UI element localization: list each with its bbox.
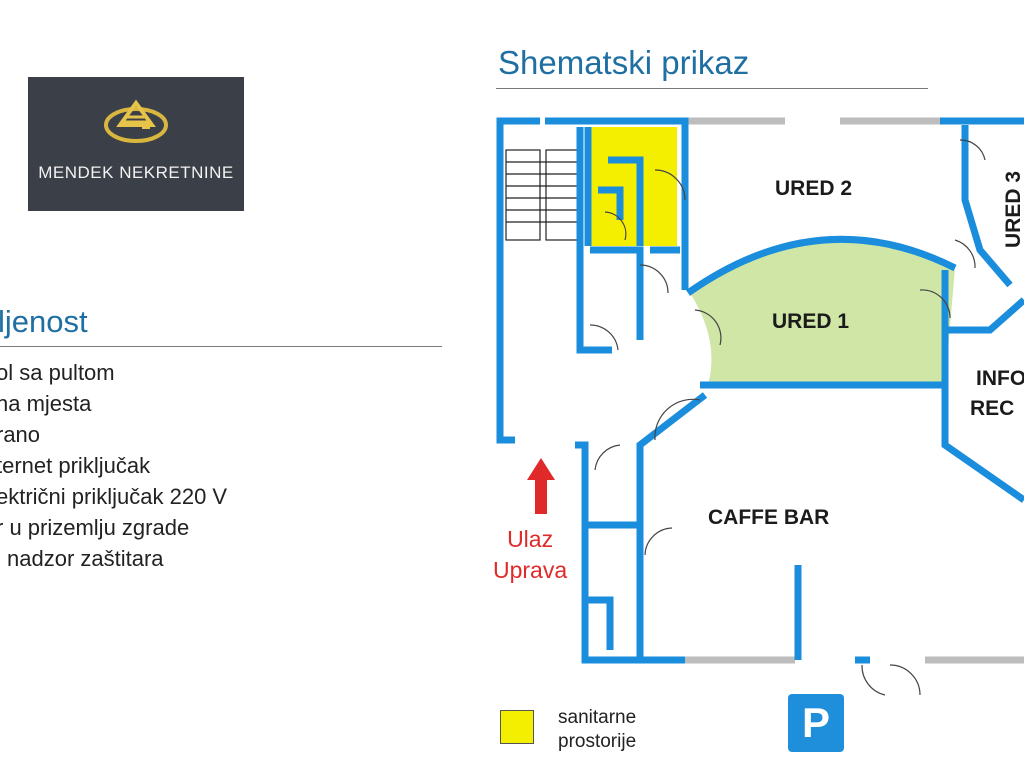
feature-item: ternet priključak: [0, 453, 151, 478]
logo: MENDEK NEKRETNINE: [28, 77, 244, 211]
section-title: ljenost: [0, 304, 88, 339]
room-label-caffe: CAFFE BAR: [708, 506, 829, 529]
parking-sign-icon: P: [788, 694, 844, 752]
entry-label-line1: Ulaz: [507, 526, 554, 552]
entry-label: Ulaz Uprava: [493, 524, 567, 586]
feature-item: ol sa pultom: [0, 360, 115, 385]
feature-item: r u prizemlju zgrade: [0, 515, 190, 540]
legend-text: sanitarne prostorije: [558, 706, 636, 754]
walls: [496, 117, 1024, 664]
entry-arrow-icon: [527, 458, 555, 514]
feature-item: i nadzor zaštitara: [0, 546, 164, 571]
house-swoosh-icon: [104, 99, 168, 143]
room-label-info: INFO: [976, 367, 1024, 390]
room-label-ured3: URED 3: [1002, 171, 1024, 248]
plan-divider: [496, 88, 928, 89]
feature-item: ektrični priključak 220 V: [0, 484, 228, 509]
stairs-icon: [505, 149, 581, 241]
entry-label-line2: Uprava: [493, 557, 568, 583]
door-swings: [589, 139, 986, 696]
feature-list: ol sa pultom na mjesta rano ternet prikl…: [0, 357, 227, 574]
legend-line2: prostorije: [558, 731, 637, 752]
feature-item: rano: [0, 422, 41, 447]
room-label-ured2: URED 2: [775, 177, 852, 200]
room-label-ured1: URED 1: [772, 310, 849, 333]
legend-line1: sanitarne: [558, 707, 637, 728]
plan-title: Shematski prikaz: [498, 44, 750, 81]
legend-swatch-sanitary: [500, 710, 534, 744]
room-label-rec: REC: [970, 397, 1014, 420]
logo-text: MENDEK NEKRETNINE: [38, 163, 234, 182]
feature-item: na mjesta: [0, 391, 92, 416]
office-1-area: [690, 239, 955, 385]
section-divider: [0, 346, 442, 347]
